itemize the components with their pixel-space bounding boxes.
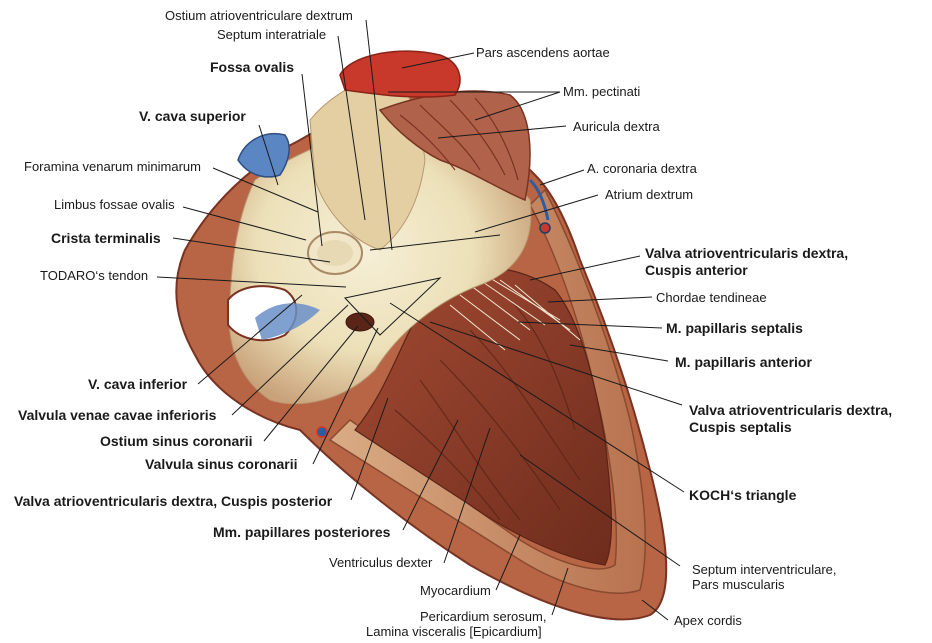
label-valva-cuspis-septalis-line2: Cuspis septalis: [689, 419, 792, 435]
coronary-sinus-ostium: [345, 312, 375, 332]
label-valva-cuspis-septalis-line1: Valva atrioventricularis dextra,: [689, 402, 893, 418]
aorta: [339, 50, 461, 98]
label-valvula-sinus-coronarii: Valvula sinus coronarii: [145, 456, 298, 472]
label-apex-cordis: Apex cordis: [674, 613, 742, 628]
label-valvula-venae-cavae-inferioris: Valvula venae cavae inferioris: [18, 407, 217, 423]
label-ostium-sinus-coronarii: Ostium sinus coronarii: [100, 433, 253, 449]
label-chordae-tendineae: Chordae tendineae: [656, 290, 767, 305]
label-m-papillaris-septalis: M. papillaris septalis: [666, 320, 803, 336]
label-mm-pectinati: Mm. pectinati: [563, 84, 641, 99]
label-valva-cuspis-posterior: Valva atrioventricularis dextra, Cuspis …: [14, 493, 333, 509]
label-atrium-dextrum: Atrium dextrum: [605, 187, 694, 202]
label-foramina-venarum-minimarum: Foramina venarum minimarum: [24, 159, 201, 174]
vci-lumen: [255, 303, 320, 340]
label-pericardium-serosum-line1: Pericardium serosum,: [420, 609, 547, 624]
label-septum-interatriale: Septum interatriale: [217, 27, 327, 42]
label-ostium-atrioventriculare: Ostium atrioventriculare dextrum: [165, 8, 353, 23]
vena-cava-superior: [237, 133, 290, 178]
label-limbus-fossae-ovalis: Limbus fossae ovalis: [54, 197, 175, 212]
label-septum-interventriculare-line1: Septum interventriculare,: [692, 562, 837, 577]
coronary-vessel: [528, 178, 550, 221]
label-v-cava-superior: V. cava superior: [139, 108, 246, 124]
label-auricula-dextra: Auricula dextra: [573, 119, 660, 134]
trabeculae: [394, 299, 581, 521]
label-m-papillaris-anterior: M. papillaris anterior: [675, 354, 812, 370]
label-todaro-tendon: TODARO‘s tendon: [40, 268, 149, 283]
label-septum-interventriculare-line2: Pars muscularis: [692, 577, 785, 592]
label-myocardium: Myocardium: [420, 583, 491, 598]
label-mm-papillares-posteriores: Mm. papillares posteriores: [213, 524, 391, 540]
label-fossa-ovalis: Fossa ovalis: [210, 59, 295, 75]
posterior-vessel-cut: [316, 426, 328, 438]
label-koch-triangle: KOCH‘s triangle: [689, 487, 797, 503]
label-pars-ascendens-aortae: Pars ascendens aortae: [476, 45, 610, 60]
coronary-artery-cut: [539, 222, 551, 234]
label-valva-cuspis-anterior-line2: Cuspis anterior: [645, 262, 748, 278]
koch-triangle-outline: [344, 277, 442, 336]
label-crista-terminalis: Crista terminalis: [51, 230, 161, 246]
label-a-coronaria-dextra: A. coronaria dextra: [587, 161, 697, 176]
label-v-cava-inferior: V. cava inferior: [88, 376, 188, 392]
label-pericardium-serosum-line2: Lamina visceralis [Epicardium]: [366, 624, 542, 639]
leader-lines: [156, 19, 685, 621]
label-ventriculus-dexter: Ventriculus dexter: [329, 555, 433, 570]
chordae-lines: [449, 277, 581, 351]
fossa-ovalis-inner: [317, 240, 353, 266]
label-valva-cuspis-anterior-line1: Valva atrioventricularis dextra,: [645, 245, 849, 261]
